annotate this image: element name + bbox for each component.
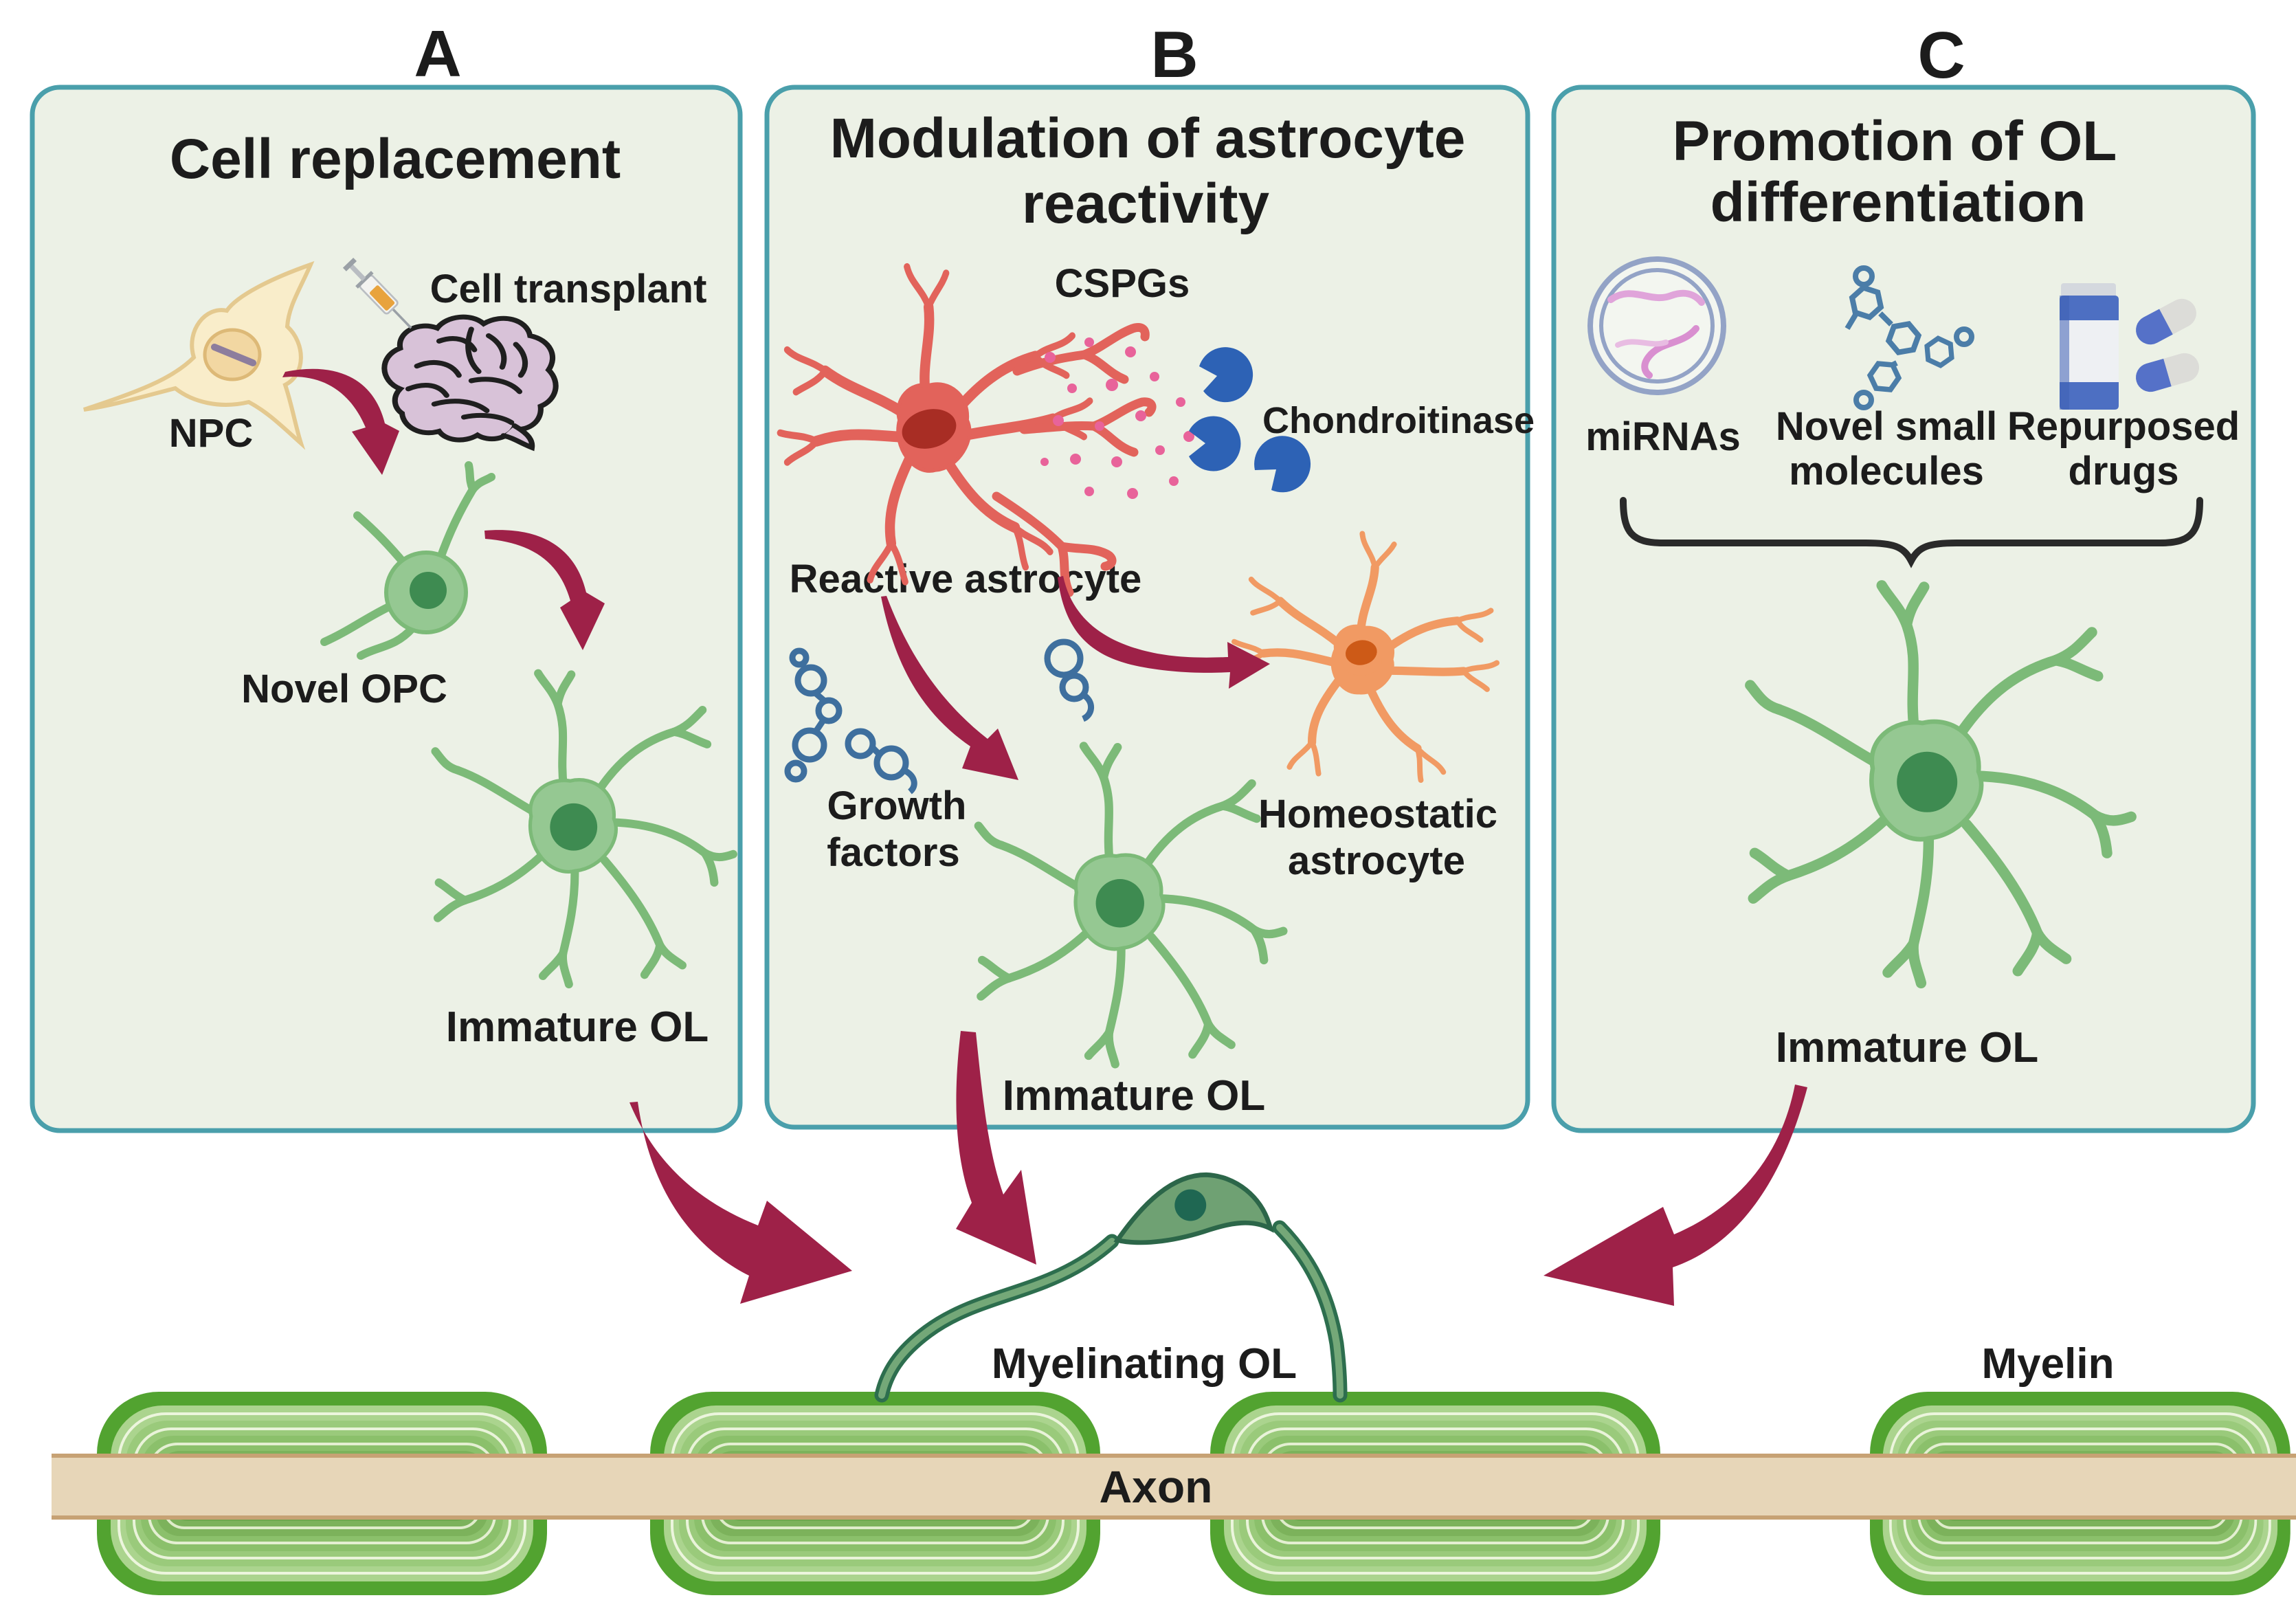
svg-text:B: B (1150, 18, 1198, 91)
svg-text:Novel OPC: Novel OPC (241, 667, 447, 711)
svg-text:Reactive astrocyte: Reactive astrocyte (790, 557, 1142, 601)
svg-text:CSPGs: CSPGs (1055, 261, 1190, 306)
svg-text:Myelin: Myelin (1982, 1340, 2115, 1388)
svg-text:Axon: Axon (1100, 1461, 1213, 1512)
svg-text:molecules: molecules (1789, 449, 1984, 493)
svg-text:C: C (1917, 19, 1965, 92)
svg-text:Cell transplant: Cell transplant (430, 267, 707, 311)
svg-text:reactivity: reactivity (1022, 173, 1270, 235)
svg-text:Modulation of astrocyte: Modulation of astrocyte (830, 107, 1466, 170)
svg-text:factors: factors (827, 830, 959, 875)
svg-text:Novel small: Novel small (1776, 404, 1997, 449)
svg-text:Promotion of OL: Promotion of OL (1673, 110, 2117, 173)
svg-text:astrocyte: astrocyte (1288, 838, 1465, 883)
svg-text:miRNAs: miRNAs (1585, 414, 1741, 459)
svg-text:Immature OL: Immature OL (1776, 1024, 2038, 1071)
svg-text:Cell replacement: Cell replacement (170, 128, 621, 190)
svg-text:NPC: NPC (169, 411, 253, 456)
svg-text:Immature OL: Immature OL (446, 1003, 709, 1051)
svg-text:Immature OL: Immature OL (1003, 1072, 1265, 1120)
svg-text:Repurposed: Repurposed (2007, 404, 2240, 449)
svg-text:Homeostatic: Homeostatic (1258, 792, 1497, 836)
svg-text:A: A (414, 17, 461, 91)
svg-text:Myelinating OL: Myelinating OL (992, 1340, 1297, 1388)
svg-text:drugs: drugs (2068, 449, 2178, 493)
svg-text:differentiation: differentiation (1710, 171, 2086, 234)
svg-text:Growth: Growth (827, 784, 967, 828)
svg-text:Chondroitinase: Chondroitinase (1262, 400, 1535, 441)
